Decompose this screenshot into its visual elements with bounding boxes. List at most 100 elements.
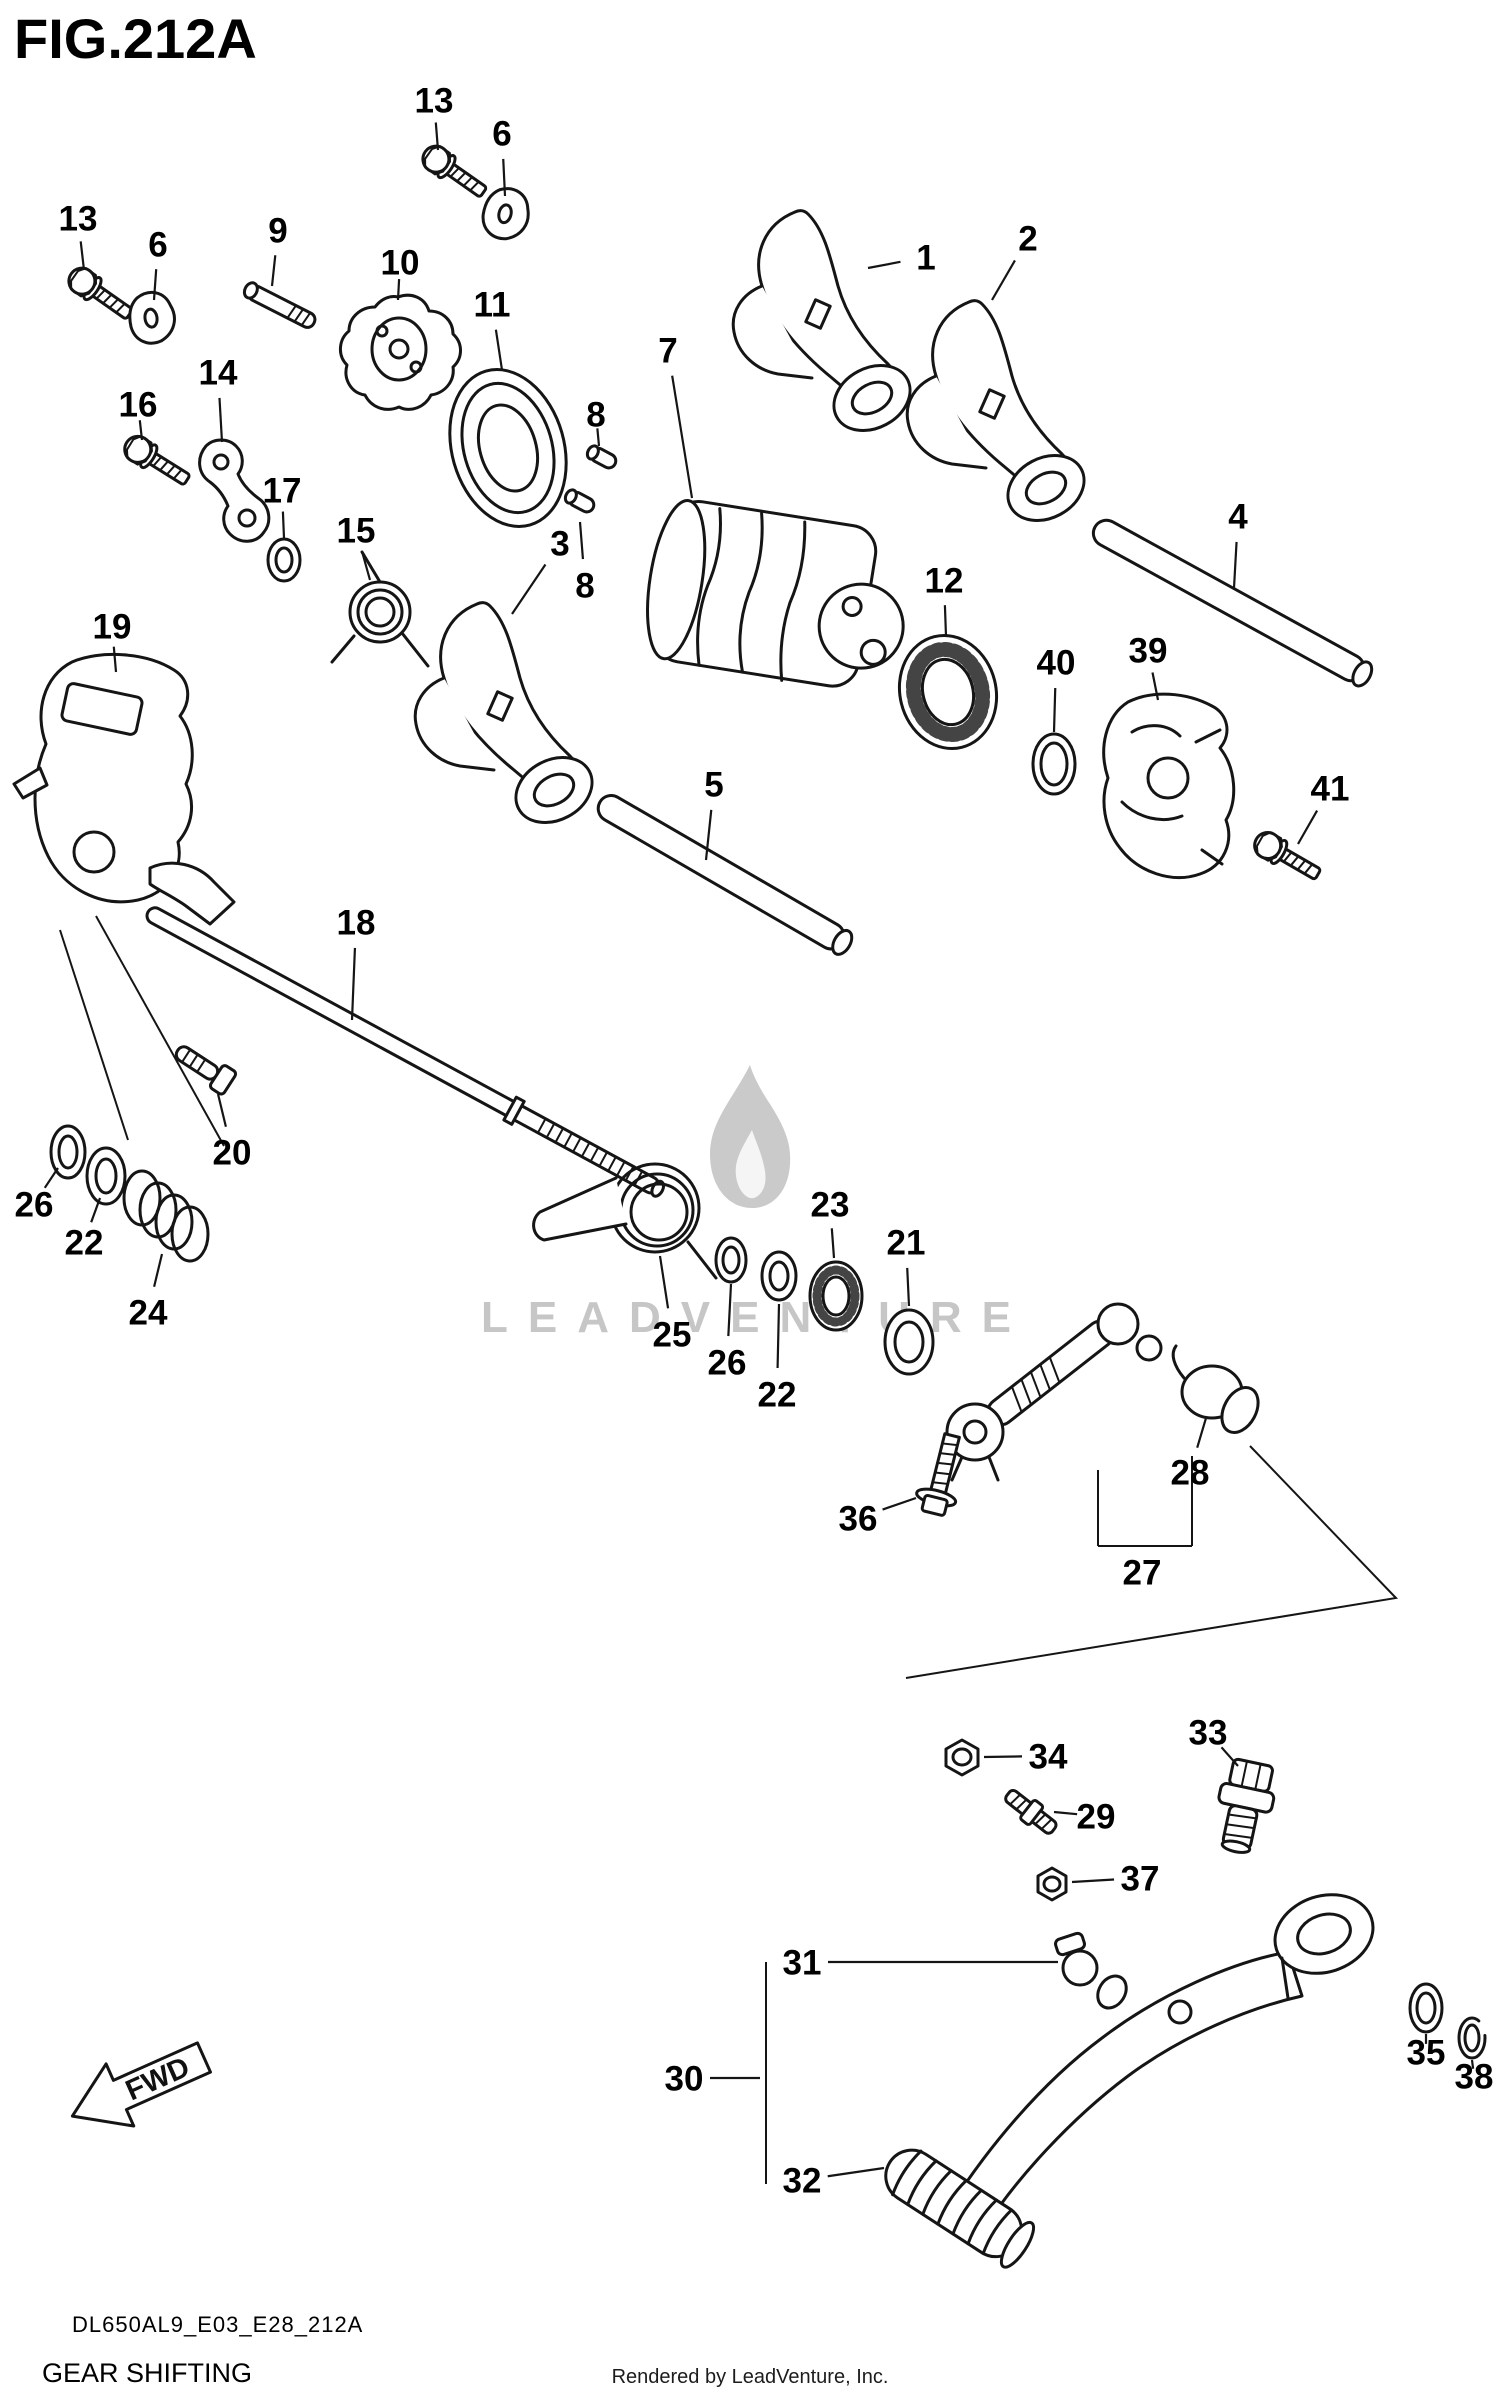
leader-line-13	[434, 122, 440, 151]
part-8-pin	[585, 444, 618, 470]
part-38-circlip	[1457, 2016, 1487, 2060]
leadventure-logo-inner-flame	[735, 1130, 766, 1199]
leader-line-34	[983, 1755, 1023, 1759]
leader-line-21	[906, 1267, 911, 1307]
part-36-bolt	[915, 1432, 961, 1517]
leader-line-14	[218, 397, 224, 443]
part-35-washer	[1408, 1982, 1444, 2034]
leader-line-8	[596, 428, 601, 447]
leader-line-38	[1470, 2059, 1475, 2069]
leader-line-3	[511, 563, 547, 615]
part-30-gear-shift-lever	[946, 1893, 1375, 2234]
leader-line-13	[79, 241, 86, 271]
leader-line-11	[494, 329, 504, 371]
callout-26: 26	[15, 1185, 54, 1224]
callout-21: 21	[887, 1223, 926, 1262]
callout-17: 17	[263, 471, 302, 510]
callout-24: 24	[129, 1293, 168, 1332]
leader-line-36	[882, 1496, 917, 1511]
leader-line-7	[671, 375, 694, 499]
callout-34: 34	[1029, 1737, 1068, 1776]
part-29-adjuster-stud	[1004, 1789, 1058, 1835]
leader-line-29	[1053, 1810, 1078, 1816]
leader-line-32	[827, 2166, 885, 2178]
part-18-gear-shift-shaft	[145, 906, 666, 1198]
callout-37: 37	[1121, 1859, 1160, 1898]
leader-line-5	[704, 809, 713, 861]
footer-figure-name: GEAR SHIFTING	[42, 2358, 253, 2388]
footer-part-code: DL650AL9_E03_E28_212A	[72, 2312, 364, 2337]
callout-22: 22	[65, 1223, 104, 1262]
part-22-washer	[85, 1146, 127, 1206]
callout-32: 32	[783, 2161, 822, 2200]
part-8-pin	[563, 488, 596, 514]
leader-line-18	[350, 947, 357, 1021]
footer-credit: Rendered by LeadVenture, Inc.	[611, 2366, 889, 2388]
part-26-circlip	[49, 1124, 87, 1180]
part-23-bearing	[808, 1260, 864, 1332]
leader-line-10	[396, 279, 401, 301]
callout-26: 26	[708, 1343, 747, 1382]
part-21-washer	[883, 1308, 935, 1376]
leader-line-6	[152, 269, 158, 301]
callout-33: 33	[1189, 1713, 1228, 1752]
fwd-arrow: FWD	[70, 2041, 212, 2128]
part-2-shift-fork	[905, 299, 1097, 535]
callout-22: 22	[758, 1375, 797, 1414]
callout-12: 12	[925, 561, 964, 600]
part-4-shift-fork-shaft	[1091, 518, 1374, 688]
callout-18: 18	[337, 903, 376, 942]
leader-line-22	[90, 1197, 102, 1223]
part-39-cam-guide	[1102, 692, 1236, 879]
leader-line-1	[867, 260, 901, 270]
callout-15: 15	[337, 511, 376, 550]
callout-16: 16	[119, 385, 158, 424]
leader-line-19	[112, 646, 118, 673]
callout-8: 8	[586, 395, 605, 434]
callout-6: 6	[492, 114, 511, 153]
part-20-stopper-bolt	[174, 1045, 238, 1096]
leader-line-15	[361, 552, 372, 581]
leader-line-26	[727, 1283, 733, 1337]
figure-title: FIG.212A	[14, 7, 257, 70]
callout-14: 14	[199, 353, 238, 392]
fwd-arrow-shape	[70, 2041, 212, 2128]
leader-line-40	[1052, 687, 1057, 733]
callout-38: 38	[1455, 2057, 1494, 2096]
callout-10: 10	[381, 243, 420, 282]
part-14-pawl-lifter-link	[198, 438, 271, 543]
callout-39: 39	[1129, 631, 1168, 670]
part-3-shift-fork	[413, 601, 605, 837]
leader-line-24	[153, 1253, 164, 1287]
callout-11: 11	[474, 285, 511, 324]
leader-line-22	[776, 1303, 781, 1369]
part-32-lever-rubber	[884, 2148, 1036, 2269]
callout-9: 9	[268, 211, 287, 250]
callout-1: 1	[916, 238, 935, 277]
reference-lines	[59, 915, 1399, 2184]
callout-7: 7	[658, 331, 677, 370]
part-10-cam-stopper-plate	[339, 293, 462, 411]
leader-line-9	[270, 255, 277, 287]
leader-line-37	[1071, 1878, 1115, 1884]
part-34-nut	[944, 1738, 980, 1777]
callout-8: 8	[575, 566, 594, 605]
watermark-text: LEADVENTURE	[481, 1293, 1031, 1342]
leader-line-41	[1297, 810, 1319, 845]
callout-27: 27	[1123, 1553, 1162, 1592]
part-25-return-spring	[532, 1162, 718, 1280]
leader-line-2	[991, 259, 1016, 301]
part-1-shift-fork	[731, 209, 923, 445]
callout-3: 3	[550, 524, 569, 563]
leader-line-12	[943, 605, 948, 637]
diagram-parts	[12, 139, 1487, 2269]
leader-line-16	[138, 420, 144, 441]
leader-line-33	[1220, 1746, 1239, 1767]
leader-line-17	[281, 511, 286, 539]
leader-line-23	[830, 1228, 836, 1259]
part-26-circlip	[714, 1236, 748, 1284]
part-7-gear-shift-cam	[646, 499, 905, 688]
part-6-plate	[476, 182, 536, 246]
